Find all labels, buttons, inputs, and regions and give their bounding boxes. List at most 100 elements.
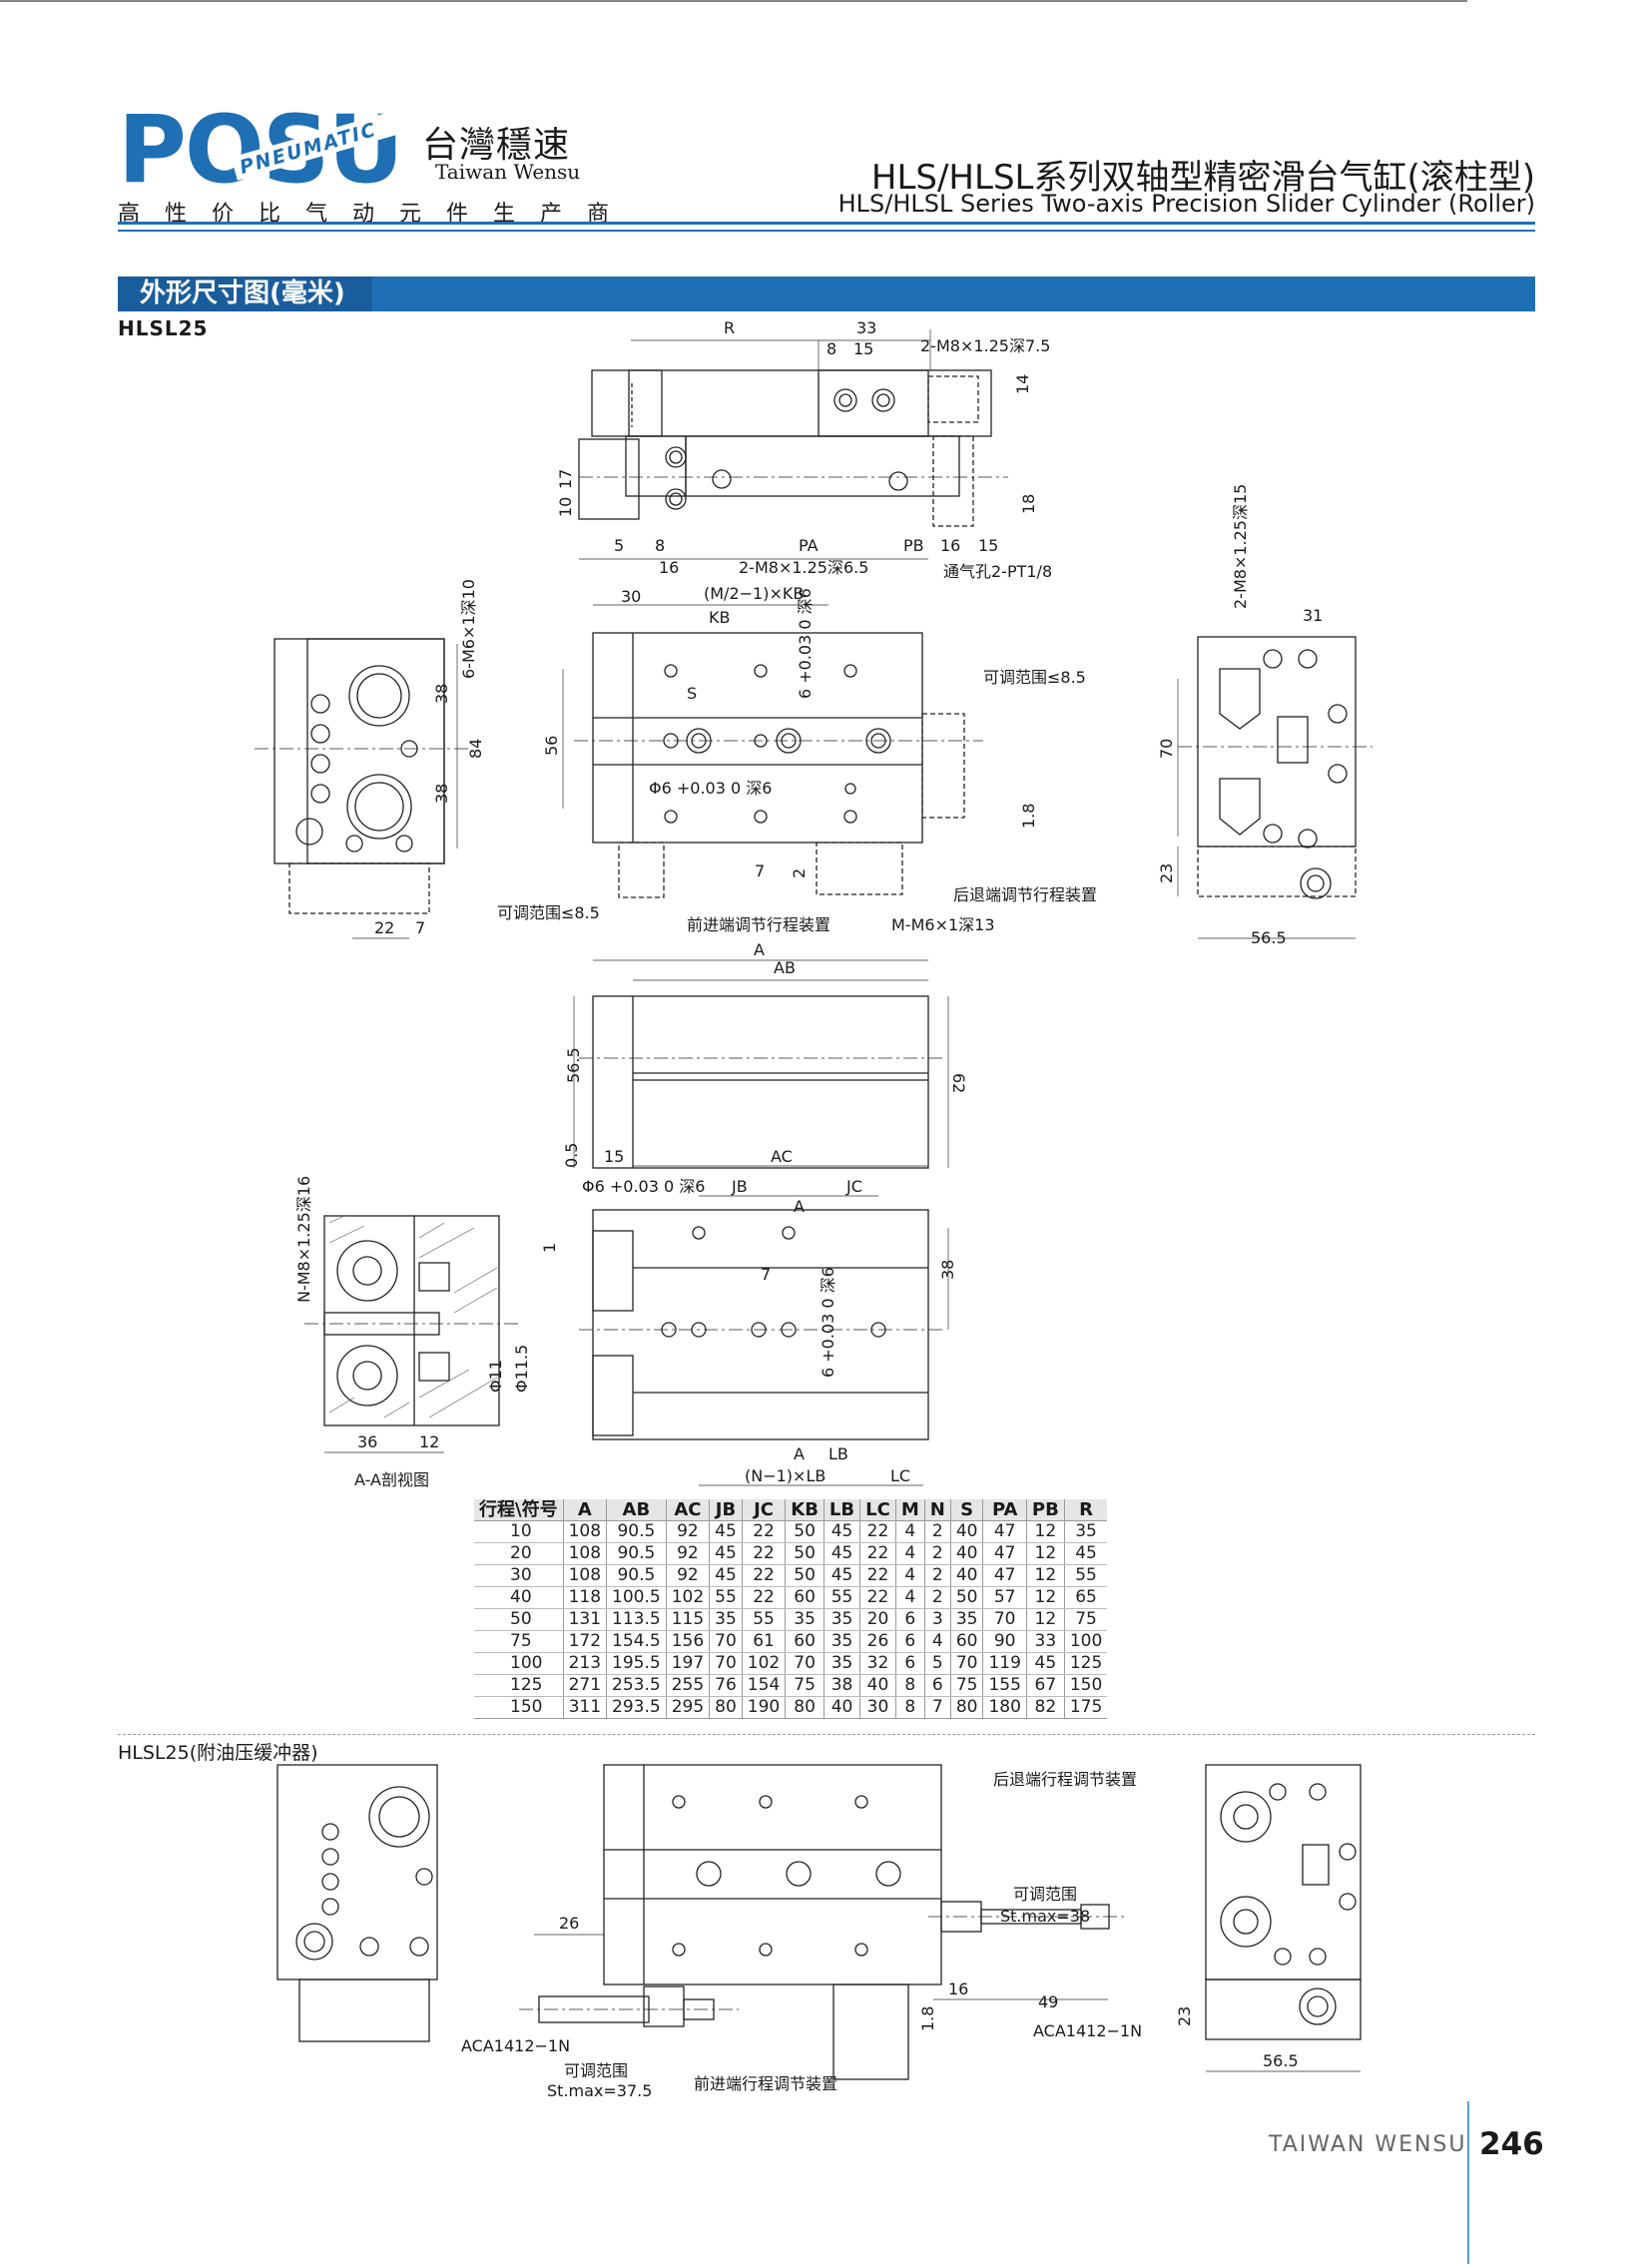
table-header-cell: N <box>923 1499 951 1521</box>
table-cell: 60 <box>785 1630 825 1653</box>
section-separator <box>118 1734 1535 1735</box>
table-cell: 271 <box>562 1674 607 1697</box>
table-cell: 50 <box>474 1608 564 1631</box>
hole-6b: 6 +0.03 0 深6 <box>819 1267 837 1378</box>
page-subtitle: HLS/HLSL Series Two-axis Precision Slide… <box>837 190 1535 218</box>
table-cell: 40 <box>823 1696 860 1719</box>
table-cell: 90.5 <box>606 1564 667 1587</box>
table-cell: 50 <box>785 1564 825 1587</box>
table-cell: 47 <box>982 1564 1027 1587</box>
dim-16b: 16 <box>948 1980 968 1998</box>
aca-left: ACA1412−1N <box>461 2036 570 2055</box>
dim-84: 84 <box>466 739 485 759</box>
front-adjust-2: 前进端行程调节装置 <box>694 2074 837 2093</box>
table-cell: 22 <box>859 1520 896 1543</box>
table-cell: 92 <box>665 1564 710 1587</box>
table-cell: 195.5 <box>606 1652 667 1675</box>
table-cell: 4 <box>894 1542 925 1565</box>
dim-8: 8 <box>826 339 836 358</box>
table-cell: 60 <box>785 1586 825 1609</box>
table-cell: 197 <box>665 1652 710 1675</box>
table-header-cell: R <box>1063 1499 1108 1521</box>
table-cell: 80 <box>785 1696 825 1719</box>
table-cell: 80 <box>709 1696 743 1719</box>
right-view <box>1178 636 1373 899</box>
left-view <box>255 638 469 914</box>
table-cell: 35 <box>785 1608 825 1631</box>
table-cell: 47 <box>982 1520 1027 1543</box>
table-header-cell: S <box>949 1499 983 1521</box>
table-cell: 8 <box>894 1696 925 1719</box>
dim-16b: 16 <box>659 558 679 577</box>
table-cell: 40 <box>949 1520 983 1543</box>
dim-S: S <box>687 684 697 703</box>
port-label: 通气孔2-PT1/8 <box>943 562 1052 581</box>
range-left: 可调范围≤8.5 <box>497 903 600 922</box>
table-cell: 22 <box>859 1542 896 1565</box>
page-title: HLS/HLSL系列双轴型精密滑台气缸(滚柱型) <box>870 158 1535 198</box>
dim-10: 10 <box>556 497 575 517</box>
table-cell: 70 <box>709 1630 743 1653</box>
table-cell: 10 <box>474 1520 564 1543</box>
model-label: HLSL25 <box>118 316 209 340</box>
dim-AB: AB <box>774 958 796 977</box>
table-cell: 47 <box>982 1542 1027 1565</box>
dim-1-8b: 1.8 <box>918 2006 937 2031</box>
dim-2: 2 <box>790 868 809 878</box>
table-cell: 156 <box>665 1630 710 1653</box>
table-header-cell: PB <box>1025 1499 1065 1521</box>
model-label-buffer: HLSL25(附油压缓冲器) <box>118 1742 318 1764</box>
dim-18: 18 <box>1019 494 1038 514</box>
table-header-cell: JB <box>709 1499 743 1521</box>
header-rule <box>118 222 1535 225</box>
table-cell: 61 <box>741 1630 786 1653</box>
table-cell: 108 <box>562 1542 607 1565</box>
table-cell: 57 <box>982 1586 1027 1609</box>
table-cell: 40 <box>949 1564 983 1587</box>
dim-0-5: 0.5 <box>562 1143 581 1168</box>
table-cell: 35 <box>709 1608 743 1631</box>
buffer-plan-view <box>519 1764 1128 2080</box>
table-cell: 100.5 <box>606 1586 667 1609</box>
table-cell: 2 <box>923 1520 951 1543</box>
table-cell: 40 <box>474 1586 564 1609</box>
tap-N: N-M8×1.25深16 <box>294 1176 313 1303</box>
dim-8b: 8 <box>655 536 665 555</box>
dim-36: 36 <box>357 1432 377 1451</box>
page-number: 246 <box>1479 2126 1544 2162</box>
table-cell: 33 <box>1025 1630 1065 1653</box>
table-cell: 253.5 <box>606 1674 667 1697</box>
buffer-right-view <box>1205 1764 1362 2040</box>
dim-5: 5 <box>614 536 624 555</box>
table-cell: 4 <box>894 1586 925 1609</box>
table-cell: 108 <box>562 1564 607 1587</box>
table-cell: 22 <box>741 1586 786 1609</box>
table-cell: 92 <box>665 1542 710 1565</box>
dim-30: 30 <box>621 587 641 606</box>
dim-PB: PB <box>903 536 924 555</box>
dim-PA: PA <box>799 536 819 555</box>
side-view <box>579 995 943 1169</box>
table-cell: 26 <box>859 1630 896 1653</box>
dim-1: 1 <box>540 1243 559 1253</box>
footer-company: TAIWAN WENSU <box>1269 2132 1467 2157</box>
dim-38c: 38 <box>938 1260 957 1280</box>
table-cell: 55 <box>823 1586 860 1609</box>
dim-16: 16 <box>940 536 960 555</box>
table-header-cell: M <box>894 1499 925 1521</box>
range-right-2: 可调范围 <box>1013 1885 1077 1904</box>
dim-7: 7 <box>415 918 425 937</box>
table-cell: 45 <box>823 1542 860 1565</box>
phi-6b: Φ6 +0.03 0 深6 <box>582 1177 705 1196</box>
table-cell: 60 <box>949 1630 983 1653</box>
table-cell: 20 <box>859 1608 896 1631</box>
table-cell: 70 <box>949 1652 983 1675</box>
